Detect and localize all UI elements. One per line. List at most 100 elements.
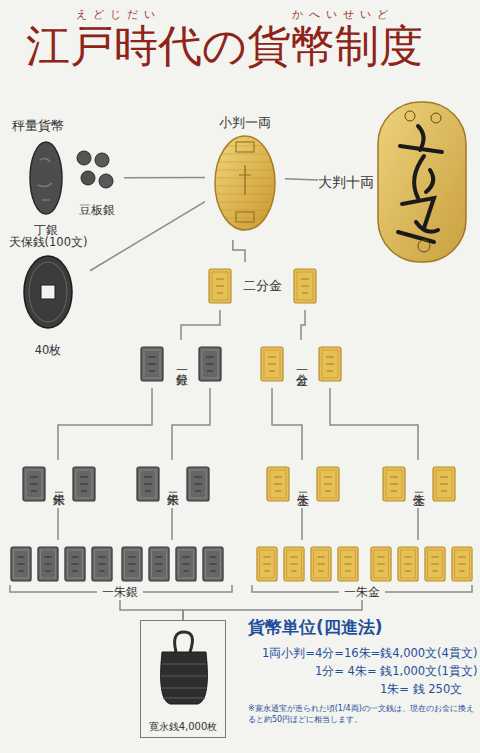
silver-coin — [149, 547, 169, 581]
oban-ink — [398, 126, 442, 242]
node-label: 二朱金 — [295, 483, 310, 486]
connector-line — [171, 508, 173, 540]
connector-line — [330, 388, 418, 460]
coin-pair: 二朱銀 — [132, 460, 212, 508]
chogin-coin — [30, 142, 62, 214]
coin-pair: 二朱金 — [262, 460, 342, 508]
silver-coin — [92, 547, 112, 581]
node-label: 豆板銀 — [79, 203, 115, 218]
connector-line — [285, 179, 318, 180]
coin-pair: 一分銀 — [135, 340, 227, 388]
connector-line — [233, 240, 245, 262]
connector-line — [417, 508, 419, 540]
gold-coin — [338, 547, 358, 581]
coin-node: 豆板銀 — [70, 138, 124, 218]
node-label: 一分金 — [294, 363, 309, 366]
koban-coin — [215, 136, 275, 230]
note-label: 1両小判=4分=16朱=銭4,000文(4貫文) — [262, 646, 478, 661]
connector-line — [57, 508, 59, 540]
connector-line — [120, 600, 183, 620]
koban-line — [210, 146, 280, 218]
coin-string-band — [161, 664, 207, 698]
gold-coin — [261, 347, 283, 381]
gold-coin — [294, 269, 316, 303]
node-label: 寛永銭4,000枚 — [149, 721, 218, 734]
connector-line — [301, 508, 303, 540]
note-label: 1分= 4朱= 銭1,000文(1貫文) — [315, 664, 478, 679]
gold-coin — [371, 547, 391, 581]
coin-pair: 二分金 — [205, 262, 320, 310]
node-label: 二朱銀 — [51, 483, 66, 486]
coin-group: 秤量貨幣丁銀豆板銀 — [12, 118, 124, 238]
node-label: 二朱金 — [411, 483, 426, 486]
silver-coin — [38, 547, 58, 581]
mameitagin-coin — [95, 153, 109, 167]
node-label: 大判十両 — [318, 174, 374, 192]
connector-line — [183, 600, 362, 620]
tenpo-rim — [29, 262, 67, 322]
silver-coin — [122, 547, 142, 581]
mameitagin-coin — [77, 151, 91, 165]
mameitagin-coin — [99, 174, 113, 188]
connector-line — [172, 388, 210, 460]
node-label: 一分銀 — [174, 363, 189, 366]
silver-coin — [11, 547, 31, 581]
gold-coin — [433, 467, 455, 501]
oban-seal — [431, 113, 441, 123]
silver-coin — [176, 547, 196, 581]
silver-coin — [23, 467, 45, 501]
koban-striation — [210, 146, 280, 218]
gold-coin — [319, 347, 341, 381]
coin-node: 大判十両 — [318, 100, 472, 265]
coin-box: 寛永銭4,000枚 — [140, 620, 226, 738]
note-label: 貨幣単位(四進法) — [248, 616, 478, 638]
silver-coin — [199, 347, 221, 381]
connector-line — [90, 202, 205, 271]
tenpo-hole — [41, 285, 55, 299]
connector-line — [272, 388, 302, 460]
note-label: 1朱= 銭 250文 — [380, 682, 478, 697]
coin-pair: 二朱金 — [378, 460, 458, 508]
coin-node: 丁銀 — [26, 138, 66, 238]
node-label: 二分金 — [243, 278, 282, 294]
connector-line — [124, 177, 205, 179]
coin-string — [161, 652, 208, 704]
oban-coin — [378, 102, 466, 262]
gold-coin — [425, 547, 445, 581]
oban-seal — [405, 111, 415, 121]
coin-row: 一朱銀 — [6, 540, 234, 600]
gold-coin — [317, 467, 339, 501]
silver-coin — [187, 467, 209, 501]
node-label: 一朱金 — [339, 585, 385, 600]
koban-stamp — [236, 212, 254, 222]
coin-node: 小判一両 — [205, 115, 285, 240]
tenpo-coin — [24, 256, 72, 328]
node-label: 一朱銀 — [97, 585, 143, 600]
connector-line — [301, 310, 305, 340]
gold-coin — [257, 547, 277, 581]
node-label: 40枚 — [35, 343, 62, 357]
coin-pair: 一分金 — [255, 340, 347, 388]
node-label: 天保銭(100文) — [9, 235, 88, 249]
gold-coin — [284, 547, 304, 581]
gold-coin — [267, 467, 289, 501]
silver-coin — [141, 347, 163, 381]
gold-coin — [383, 467, 405, 501]
coin-pair: 二朱銀 — [18, 460, 98, 508]
chogin-mark — [38, 158, 52, 200]
gold-coin — [452, 547, 472, 581]
gold-coin — [209, 269, 231, 303]
silver-coin — [65, 547, 85, 581]
note-label: かへいせいど — [253, 8, 433, 22]
note-label: ※寛永通宝が造られた頃(1/4両)の一文銭は、現在のお金に換えると約50円ほどに… — [248, 704, 474, 726]
node-label: 二朱銀 — [165, 483, 180, 486]
mameitagin-coin — [81, 171, 95, 185]
connector-line — [58, 388, 152, 460]
coin-node: 天保銭(100文) 40枚 — [6, 235, 90, 357]
koban-stamp — [236, 142, 254, 152]
connector-line — [181, 310, 220, 340]
silver-coin — [73, 467, 95, 501]
